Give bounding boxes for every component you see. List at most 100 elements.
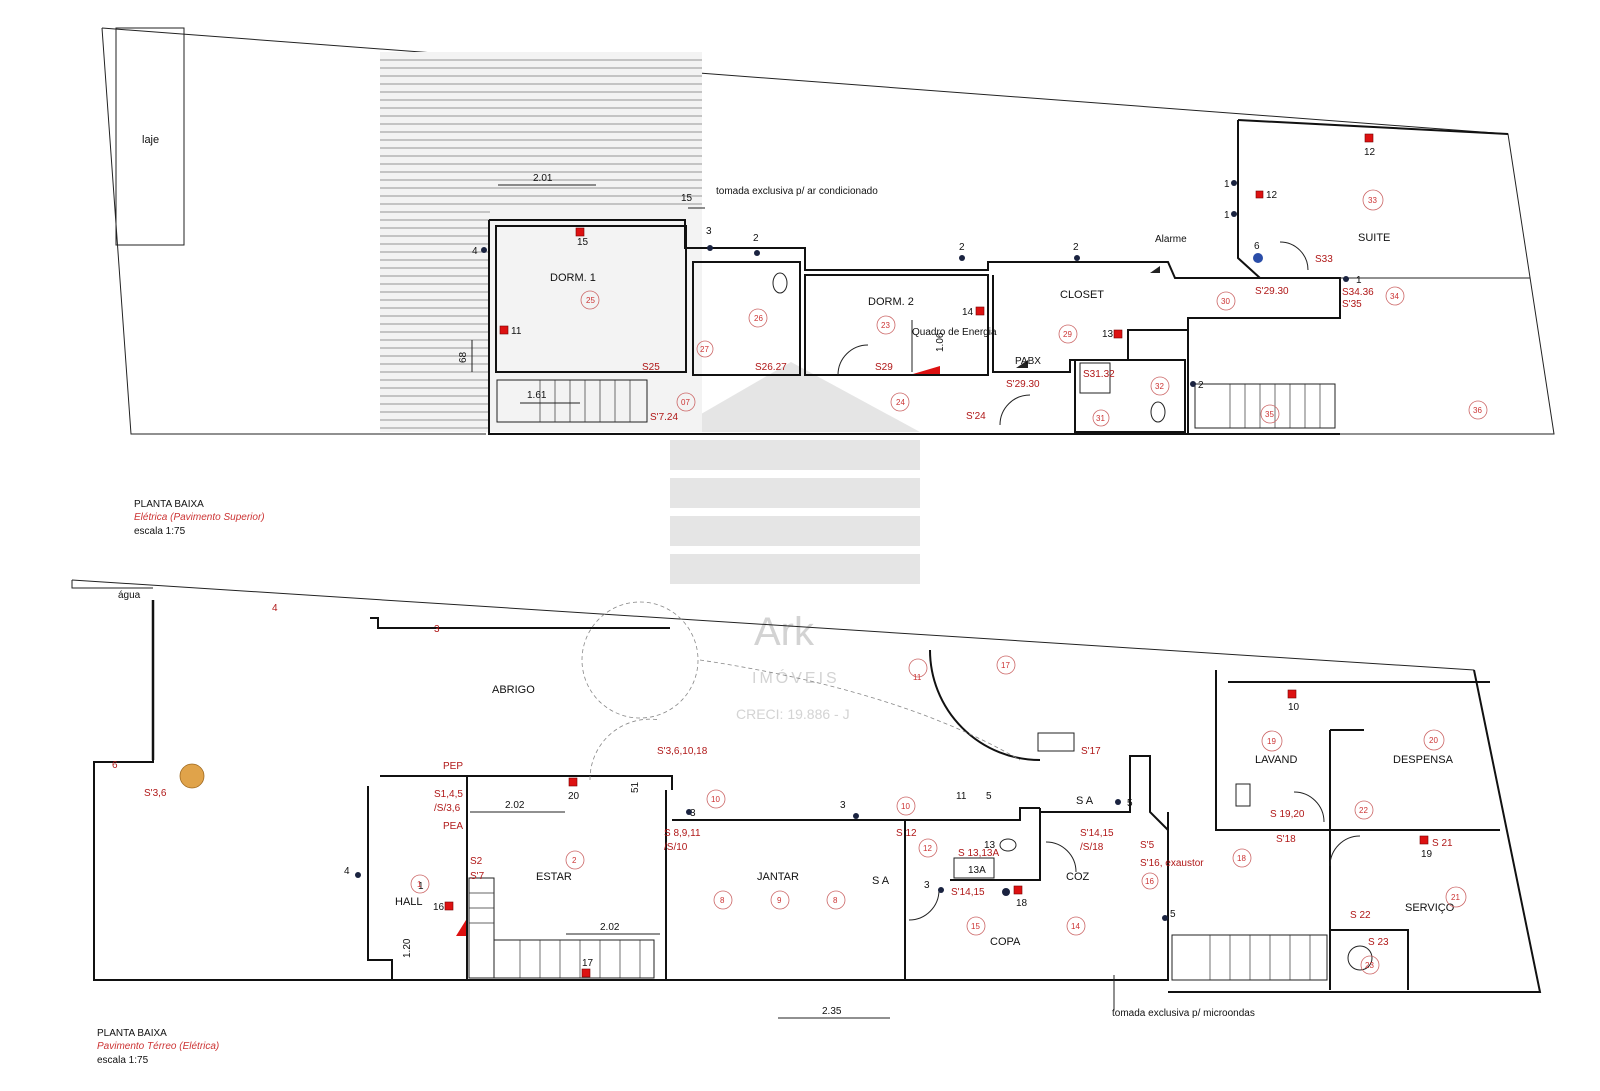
point-marker xyxy=(1002,888,1010,896)
outlet-marker xyxy=(1013,885,1023,895)
light-circle xyxy=(410,874,430,894)
laje-area xyxy=(115,27,185,246)
light-circle xyxy=(1423,729,1445,751)
closet-door xyxy=(999,394,1031,426)
top-stairs-left xyxy=(496,379,648,423)
light-circle xyxy=(1354,800,1374,820)
room-lavand: LAVAND xyxy=(1255,754,1297,766)
num-12a: 12 xyxy=(1364,147,1376,158)
num-6: 6 xyxy=(1254,241,1260,252)
light-circle xyxy=(918,838,938,858)
circ-32: 32 xyxy=(1155,382,1164,391)
num-1: 1 xyxy=(418,881,424,892)
room-coz: COZ xyxy=(1066,871,1090,883)
lavand-wall xyxy=(1215,670,1331,990)
num-3: 3 xyxy=(706,226,712,237)
curved-wall xyxy=(929,649,1041,761)
circ-2: 2 xyxy=(572,856,577,865)
hall-left-wall xyxy=(367,786,393,980)
light-circle xyxy=(1445,886,1467,908)
pabx-marker xyxy=(1016,360,1028,368)
num-20: 20 xyxy=(568,791,580,802)
lavand-door xyxy=(1293,791,1325,823)
note-exaustor: S'16, exaustor xyxy=(1140,858,1204,869)
num-11: 11 xyxy=(511,326,522,337)
circ-24: 24 xyxy=(896,398,905,407)
ground-wall-bottom xyxy=(370,812,1169,981)
coz-top-wall xyxy=(1040,755,1169,831)
circ-20: 20 xyxy=(1429,736,1438,745)
sw-s23: S 23 xyxy=(1368,937,1389,948)
bottom-outline-top xyxy=(71,579,1475,671)
suite-top-wall xyxy=(1237,119,1509,135)
note-ac-outlet: tomada exclusiva p/ ar condicionado xyxy=(716,186,878,197)
coz-door xyxy=(1045,841,1077,873)
despensa-wall xyxy=(1329,730,1500,831)
servico-door xyxy=(1329,835,1361,867)
num-5c: 5 xyxy=(1170,909,1176,920)
dim-68: 68 xyxy=(458,351,469,363)
terrace-hatch xyxy=(380,52,702,432)
sw-s2930a: S'29.30 xyxy=(1006,379,1040,390)
copa-inner-wall xyxy=(950,808,1041,881)
sw-s21: S 21 xyxy=(1432,838,1453,849)
room-agua: água xyxy=(118,590,141,601)
sw-s2930b: S'29.30 xyxy=(1255,286,1289,297)
circ-1: 1 xyxy=(417,880,422,889)
circ-33: 33 xyxy=(1368,196,1377,205)
sw-s10: /S/10 xyxy=(664,842,688,853)
num-4: 4 xyxy=(344,866,350,877)
light-circle xyxy=(696,340,714,358)
circ-30: 30 xyxy=(1221,297,1230,306)
garage-door-arc xyxy=(589,718,661,781)
closet-room xyxy=(992,275,1188,373)
sw-s17: S'17 xyxy=(1081,746,1101,757)
dim-15: 15 xyxy=(681,193,693,204)
point-marker xyxy=(959,255,965,261)
circ-16: 16 xyxy=(1145,877,1154,886)
light-circle xyxy=(876,315,896,335)
outlet-marker xyxy=(1419,835,1429,845)
ground-stairs-left xyxy=(468,877,655,979)
circ-18: 18 xyxy=(1237,854,1246,863)
light-circle xyxy=(826,890,846,910)
room-abrigo: ABRIGO xyxy=(492,684,535,696)
outlet-marker xyxy=(1255,190,1264,199)
outlet-marker xyxy=(444,901,454,911)
note-sa1: S A xyxy=(872,875,890,887)
top-caption-title: PLANTA BAIXA xyxy=(134,499,204,510)
watermark-creci: CRECI: 19.886 - J xyxy=(736,706,850,722)
point-marker xyxy=(686,809,692,815)
num-4top: 4 xyxy=(272,603,278,614)
light-circle xyxy=(966,916,986,936)
ground-floor-plan xyxy=(71,579,1542,1019)
light-circle xyxy=(1092,409,1110,427)
num-17: 17 xyxy=(582,958,594,969)
car-path xyxy=(699,659,1021,761)
jantar-top-wall xyxy=(672,807,1040,821)
note-alarme: Alarme xyxy=(1155,234,1187,245)
light-circle xyxy=(713,890,733,910)
bath2-room xyxy=(1074,359,1186,433)
room-dorm1: DORM. 1 xyxy=(550,272,596,284)
watermark-logo xyxy=(670,362,920,584)
sw-s36a: S'3,6 xyxy=(144,788,167,799)
circ-12: 12 xyxy=(923,844,932,853)
outlet-marker xyxy=(581,968,591,978)
note-pea: PEA xyxy=(443,821,463,832)
wc-fixture xyxy=(1347,945,1373,971)
panel-marker xyxy=(456,920,466,936)
circ-23: 23 xyxy=(881,321,890,330)
point-marker xyxy=(1190,381,1196,387)
circ-22: 22 xyxy=(1359,806,1368,815)
num-13a: 13A xyxy=(968,865,986,876)
alarm-marker xyxy=(1150,266,1160,273)
num-5b: 5 xyxy=(1127,798,1133,809)
sw-s724: S'7.24 xyxy=(650,412,678,423)
dim-235: 2.35 xyxy=(822,1006,842,1017)
suite-left-wall xyxy=(1237,120,1261,279)
num-2c: 2 xyxy=(1073,242,1079,253)
room-servico: SERVIÇO xyxy=(1405,902,1455,914)
light-circle xyxy=(1058,324,1078,344)
sw-s1415a: S'14,15 xyxy=(951,887,985,898)
